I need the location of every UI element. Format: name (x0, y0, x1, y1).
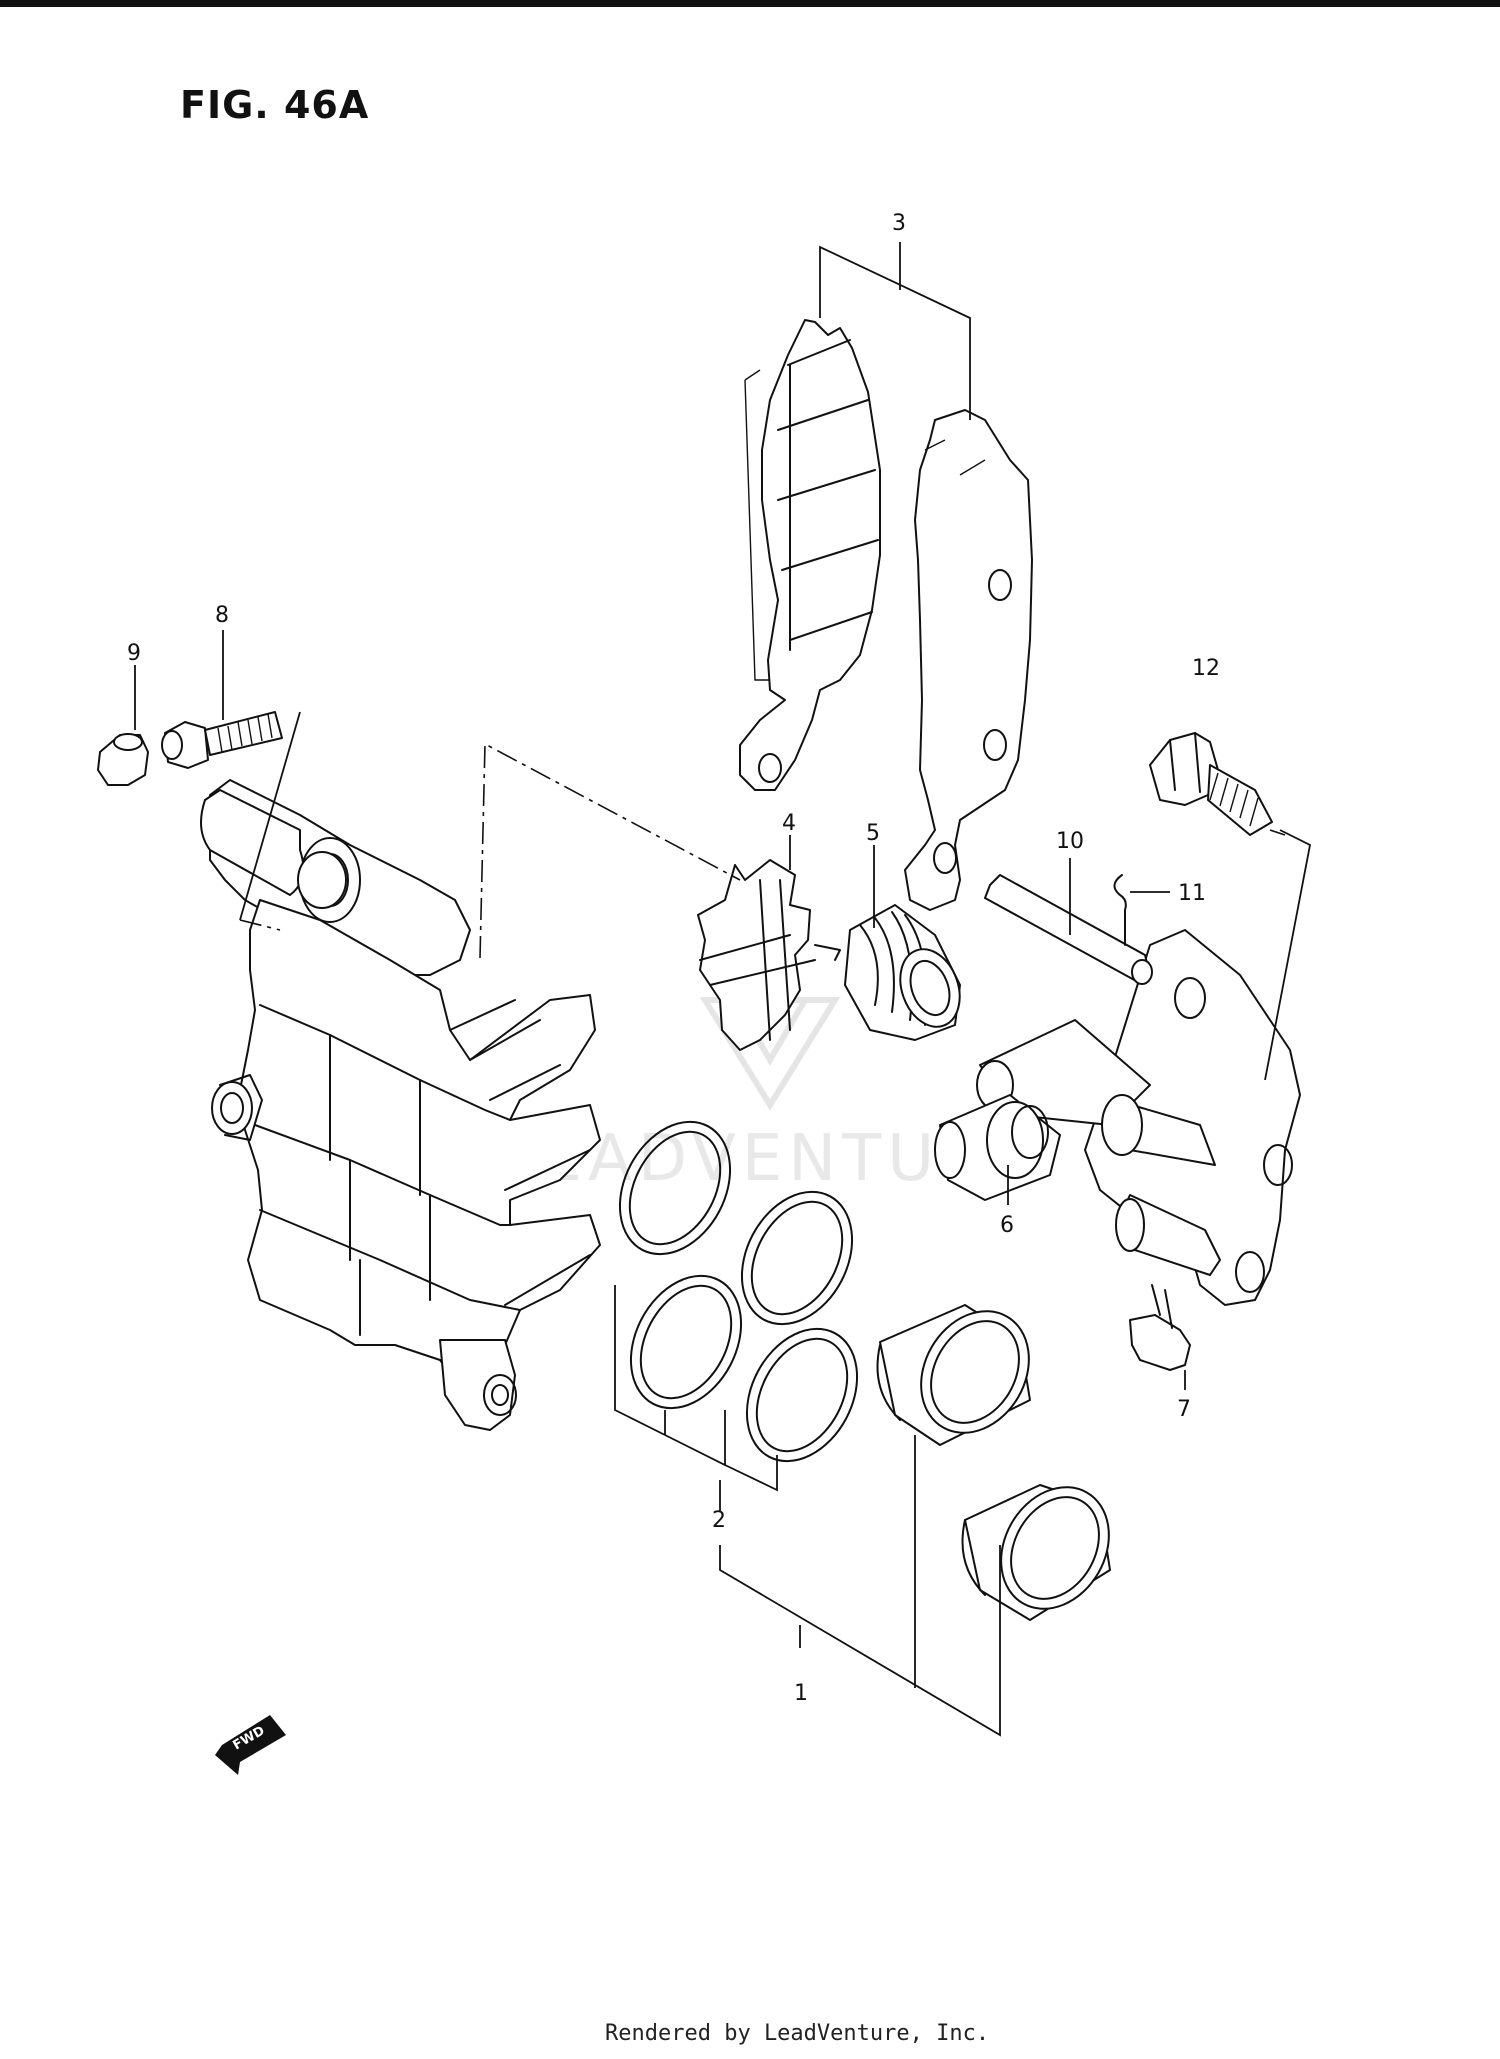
credit-line: Rendered by LeadVenture, Inc. (605, 2021, 989, 2046)
brake-pad-right (904, 409, 1033, 911)
callout-10: 10 (1056, 829, 1084, 854)
piston-seal-rings (618, 1120, 859, 1463)
mounting-bolt (1149, 732, 1273, 836)
callout-5: 5 (866, 821, 880, 846)
dust-boot (844, 904, 961, 1041)
callout-1: 1 (794, 1681, 808, 1706)
callout-8: 8 (215, 603, 229, 628)
leader-lines (134, 242, 1312, 1737)
pad-pin-clip (1113, 874, 1127, 946)
callout-2: 2 (712, 1508, 726, 1533)
pad-spring (697, 859, 841, 1051)
callout-7: 7 (1177, 1397, 1191, 1422)
guide-pin (934, 1094, 1143, 1201)
pad-clip (1129, 1284, 1191, 1371)
bleeder-cap (97, 733, 149, 786)
forward-arrow-icon: FWD (215, 1715, 286, 1775)
caliper-bracket (976, 929, 1301, 1306)
callout-3: 3 (892, 211, 906, 236)
callout-12: 12 (1192, 656, 1220, 681)
figure-title: FIG. 46A (180, 83, 369, 127)
caliper-body (200, 779, 601, 1431)
brake-pad-left (739, 319, 881, 791)
callout-4: 4 (782, 811, 796, 836)
pad-pin (984, 874, 1153, 985)
top-border (0, 0, 1500, 7)
callout-11: 11 (1178, 881, 1206, 906)
bleeder-valve (161, 711, 283, 769)
callout-9: 9 (127, 641, 141, 666)
callout-6: 6 (1000, 1213, 1014, 1238)
pistons (876, 1304, 1111, 1621)
